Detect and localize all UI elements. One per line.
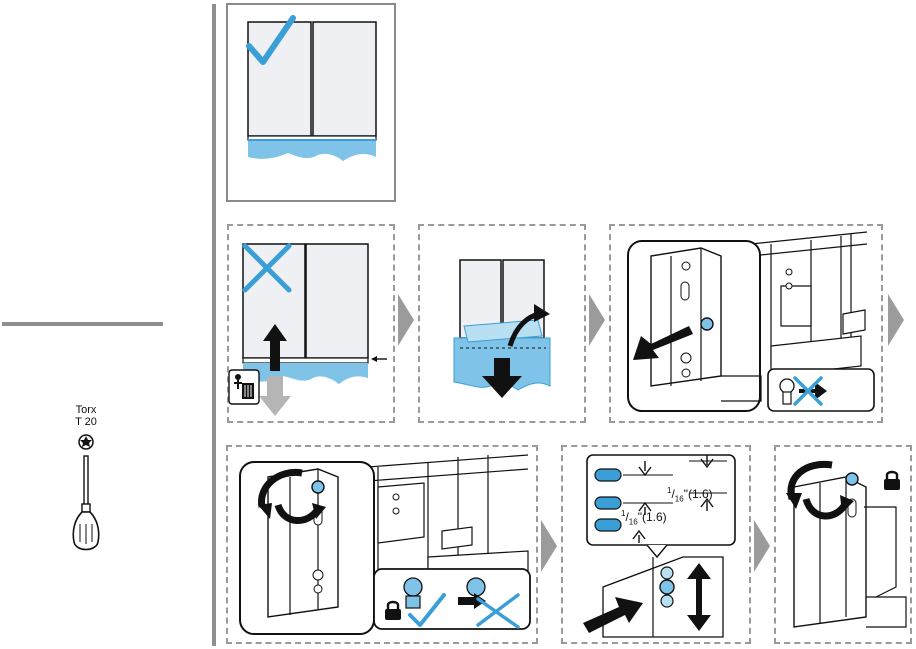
vertical-divider (212, 4, 216, 646)
trash-can-icon (228, 369, 260, 405)
step-arrow-icon (754, 520, 770, 572)
metric-value: (1.6) (641, 510, 667, 524)
panel-loosen-screw (226, 445, 538, 644)
step-arrow-icon (541, 520, 557, 572)
lock-icon (385, 600, 401, 620)
screwdriver-icon (72, 434, 100, 551)
tool-size: T 20 (75, 416, 97, 428)
panel-correct-alignment (226, 3, 396, 202)
fraction-denominator: 16 (674, 494, 684, 504)
left-rule (2, 322, 163, 326)
metric-value: (1.6) (687, 487, 713, 501)
dimension-label-top: 1/16"(1.6) (667, 486, 713, 504)
fraction-denominator: 16 (628, 517, 638, 527)
dimension-label-bottom: 1/16"(1.6) (621, 509, 667, 527)
panel-adjust-height: 1/16"(1.6) 1/16"(1.6) (561, 445, 751, 644)
panel-remove-screw (228, 224, 883, 423)
panel-open-drawer (418, 224, 586, 423)
step-arrow-icon (888, 294, 904, 346)
check-mark-icon (246, 15, 296, 65)
panel-tighten-screw (774, 445, 912, 644)
tool-name: Torx (75, 404, 97, 416)
cross-mark-icon (242, 243, 292, 293)
step-arrow-icon (589, 294, 605, 346)
fraction-numerator: 1 (667, 486, 672, 495)
fraction-numerator: 1 (621, 509, 626, 518)
lock-icon (884, 470, 900, 490)
step-arrow-icon (398, 294, 414, 346)
